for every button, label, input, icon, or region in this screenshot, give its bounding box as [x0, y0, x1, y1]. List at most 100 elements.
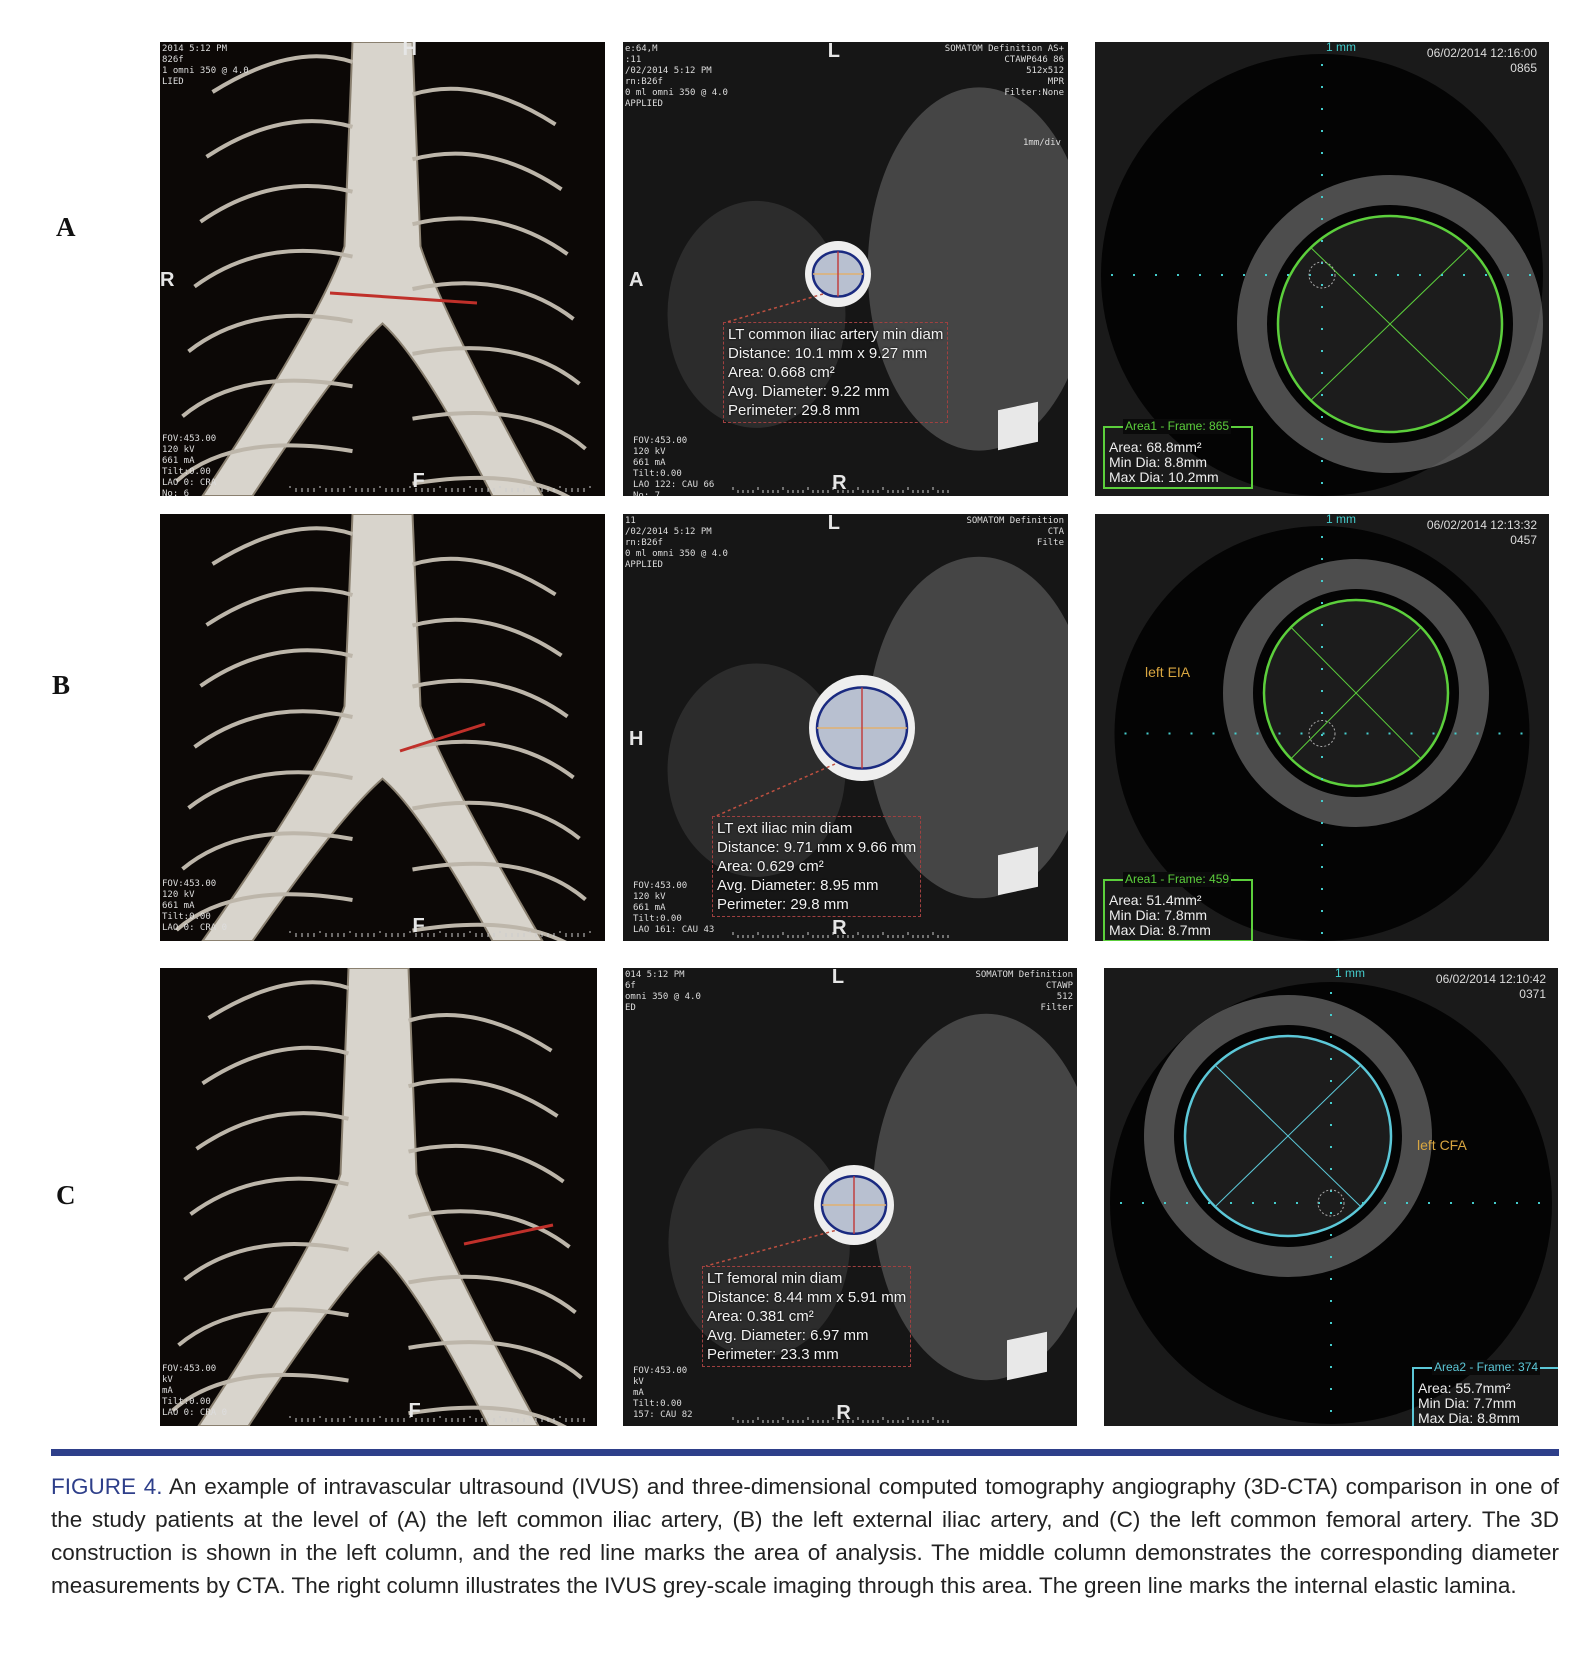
calibration-dot	[1321, 844, 1323, 846]
cta-orient-bottom: R	[832, 917, 847, 939]
calibration-dot	[1330, 1234, 1332, 1236]
calibration-dot	[1476, 732, 1479, 735]
branch-vessel	[195, 1111, 349, 1151]
cta-panel-c: 014 5:12 PM 6f omni 350 @ 4.0 ED SOMATOM …	[623, 968, 1077, 1426]
measurement-line: Area: 0.629 cm²	[717, 858, 824, 875]
measurement-line: Perimeter: 23.3 mm	[707, 1346, 839, 1363]
branch-vessel	[408, 1274, 577, 1314]
orientation-cube-icon	[998, 846, 1038, 896]
vr-orient-bottom: F	[408, 1400, 421, 1422]
aorta-iliac-vessel	[201, 514, 544, 941]
calibration-dot	[1208, 1202, 1210, 1204]
ivus-datetime: 06/02/2014 12:13:32	[1426, 518, 1537, 532]
ivus-datetime: 06/02/2014 12:10:42	[1435, 972, 1546, 986]
branch-vessel	[201, 1045, 350, 1086]
min-diameter-line	[1215, 1065, 1361, 1207]
branch-vessel	[412, 739, 575, 780]
calibration-dot	[1463, 274, 1465, 276]
vr-footer-text: FOV:453.00 120 kV 661 mA Tilt:0.00 LAO 0…	[162, 879, 228, 933]
vr-orient-left: R	[160, 269, 175, 291]
vessel-wall-echo	[1237, 175, 1543, 473]
calibration-dot	[1321, 196, 1323, 198]
ivus-frame-number: 0457	[1510, 533, 1537, 547]
calibration-dot	[1321, 350, 1323, 352]
catheter-icon	[1317, 1189, 1345, 1217]
calibration-dot	[1321, 712, 1323, 714]
calibration-dot	[1120, 1202, 1122, 1204]
branch-vessel	[412, 800, 581, 841]
calibration-dot	[1321, 602, 1323, 604]
calibration-dot	[1142, 1202, 1144, 1204]
calibration-dot	[1321, 174, 1323, 176]
row-label-b: B	[52, 670, 71, 700]
measurement-line: Avg. Diameter: 8.95 mm	[717, 877, 879, 894]
ivus-frame-number: 0865	[1510, 61, 1537, 75]
calibration-dot	[1321, 152, 1323, 154]
branch-vessel	[189, 1176, 349, 1216]
branch-vessel	[412, 411, 587, 451]
calibration-dot	[1321, 800, 1323, 802]
cta-panel-a: e:64,M :11 /02/2014 5:12 PM rn:B26f 0 ml…	[623, 42, 1068, 496]
calibration-dot	[1330, 1014, 1332, 1016]
calibration-dot	[1494, 1202, 1496, 1204]
measurement-line: Area: 0.381 cm²	[707, 1308, 814, 1325]
calibration-dot	[1419, 274, 1421, 276]
calibration-dot	[1256, 732, 1259, 735]
branch-vessel	[412, 281, 575, 321]
branch-vessel	[408, 1143, 565, 1184]
calibration-dot	[1375, 274, 1377, 276]
calibration-dot	[1384, 1202, 1386, 1204]
calibration-dot	[1321, 108, 1323, 110]
cta-image	[667, 87, 1068, 493]
ivus-measurement-line: Max Dia: 10.2mm	[1109, 469, 1219, 485]
ivus-vessel-label: left CFA	[1417, 1137, 1467, 1153]
calibration-dot	[1321, 624, 1323, 626]
measurement-line: Distance: 8.44 mm x 5.91 mm	[707, 1289, 907, 1306]
branch-vessel	[411, 617, 563, 658]
vr-footer-text: FOV:453.00 120 kV 661 mA Tilt:0.00 LAO 0…	[162, 434, 217, 496]
branch-vessel	[211, 54, 354, 94]
cta-header-right-text: SOMATOM Definition AS+ CTAWP646 86 512x5…	[944, 44, 1064, 98]
cta-footer-text: FOV:453.00 kV mA Tilt:0.00 157: CAU 82	[633, 1366, 693, 1420]
calibration-dot	[1321, 668, 1323, 670]
cta-header-right-text: SOMATOM Definition CTAWP 512 Filter	[975, 970, 1073, 1013]
calibration-dot	[1331, 274, 1333, 276]
ivus-frame-number: 0371	[1519, 987, 1546, 1001]
aorta-iliac-vessel	[201, 42, 544, 496]
calibration-dot	[1133, 274, 1135, 276]
calibration-dot	[1330, 992, 1332, 994]
row-label-a: A	[56, 212, 76, 242]
calibration-dot	[1243, 274, 1245, 276]
vr-orient-bottom: F	[412, 915, 425, 937]
ivus-scale-label: 1 mm	[1335, 968, 1365, 980]
branch-vessel	[175, 892, 353, 932]
soft-tissue-region	[667, 200, 846, 428]
ivus-box-title: Area1 - Frame: 865	[1123, 419, 1232, 434]
ivus-scale-label: 1 mm	[1326, 42, 1356, 54]
calibration-dot	[1330, 1344, 1332, 1346]
cta-header-text: 014 5:12 PM 6f omni 350 @ 4.0 ED	[625, 970, 701, 1013]
figure-caption: FIGURE 4. An example of intravascular ul…	[51, 1470, 1559, 1602]
calibration-dot	[1340, 1202, 1342, 1204]
vr-3d-panel-b: FOV:453.00 120 kV 661 mA Tilt:0.00 LAO 0…	[160, 514, 605, 941]
branch-vessel	[187, 313, 353, 354]
calibration-dot	[1300, 732, 1303, 735]
branch-vessel	[407, 1078, 559, 1118]
calibration-dot	[1321, 888, 1323, 890]
cta-footer-text: FOV:453.00 120 kV 661 mA Tilt:0.00 LAO 1…	[633, 436, 715, 496]
measurement-line: Avg. Diameter: 6.97 mm	[707, 1327, 869, 1344]
calibration-dot	[1321, 218, 1323, 220]
calibration-dot	[1321, 778, 1323, 780]
calibration-dot	[1321, 910, 1323, 912]
branch-vessel	[408, 1209, 571, 1249]
calibration-dot	[1330, 1410, 1332, 1412]
branch-vessel	[412, 216, 569, 256]
calibration-dot	[1111, 274, 1113, 276]
calibration-dot	[1155, 274, 1157, 276]
cta-orient-top: L	[827, 42, 840, 62]
